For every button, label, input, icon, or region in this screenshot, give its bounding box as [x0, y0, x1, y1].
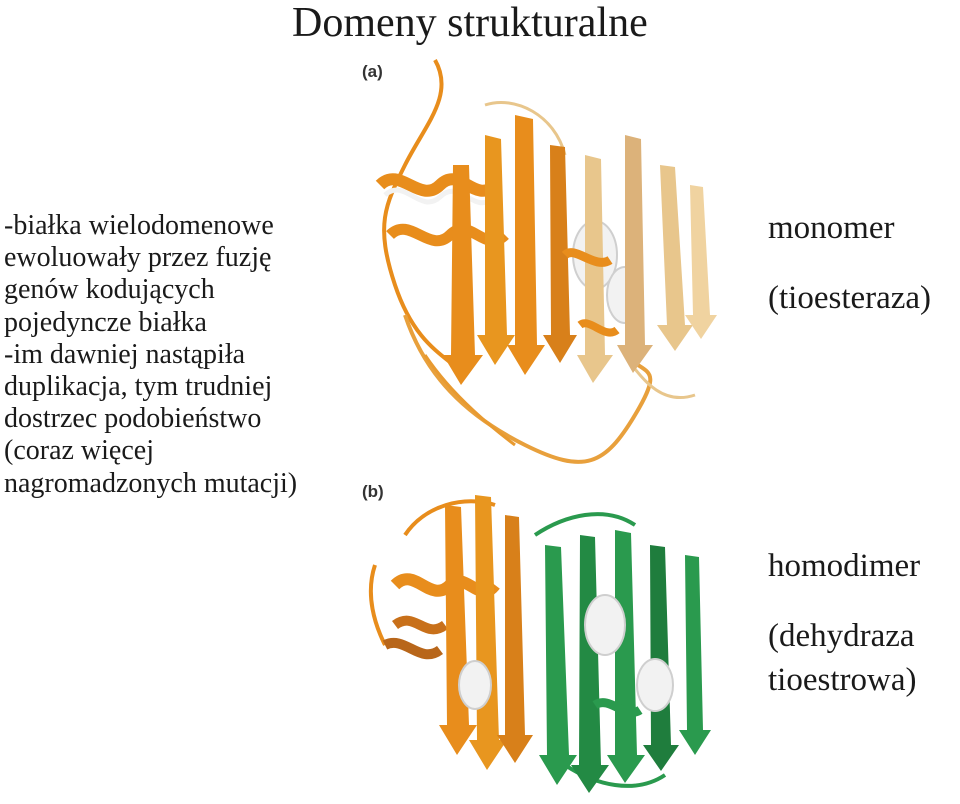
bullet-line: genów kodujących	[4, 274, 215, 306]
bullet-line: ewoluowały przez fuzję	[4, 242, 272, 274]
panel-b-subcaption-line1: (dehydraza	[768, 618, 915, 654]
bullet-text: -białka wielodomenowe ewoluowały przez f…	[4, 210, 349, 500]
panel-b-label: (b)	[362, 482, 384, 501]
panel-a-caption: monomer	[768, 210, 895, 246]
panel-b-caption: homodimer	[768, 548, 921, 584]
bullet-line: nagromadzonych mutacji)	[4, 467, 298, 499]
homodimer-protein-ribbon-icon	[368, 495, 711, 793]
monomer-protein-ribbon-icon	[375, 59, 717, 464]
bullet-line: -białka wielodomenowe	[4, 210, 274, 241]
bullet-line: (coraz więcej	[4, 435, 154, 467]
bullet-line: -im dawniej nastąpiła	[4, 338, 246, 370]
panel-b-subcaption-line2: tioestrowa)	[768, 662, 917, 698]
bullet-line: pojedyncze białka	[4, 306, 207, 338]
bullet-line: dostrzec podobieństwo	[4, 403, 262, 435]
panel-a-subcaption: (tioesteraza)	[768, 280, 932, 316]
page-title: Domeny strukturalne	[292, 0, 648, 46]
panel-a-label: (a)	[362, 62, 383, 81]
bullet-line: duplikacja, tym trudniej	[4, 371, 273, 403]
